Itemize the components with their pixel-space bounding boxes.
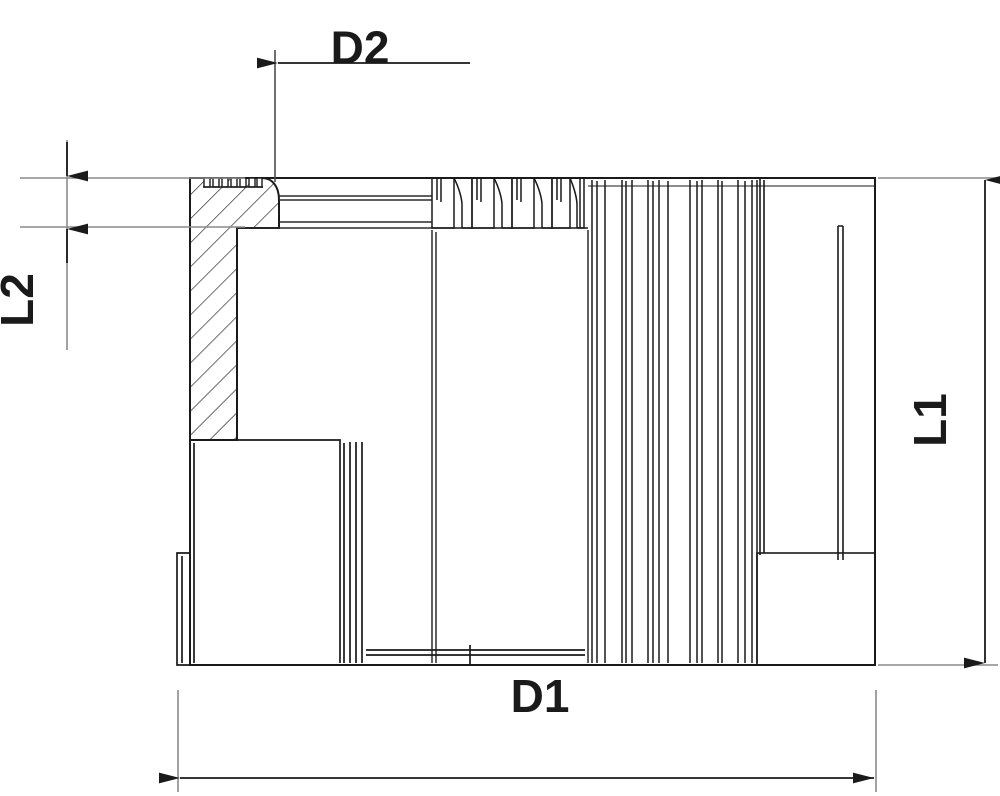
section-outline: [189, 177, 280, 441]
d2-label: D2: [331, 22, 390, 74]
serration-teeth-group: [203, 177, 263, 188]
part-outer-silhouette: [189, 177, 876, 666]
inner-bore-lines: [237, 195, 432, 229]
d1-label: D1: [511, 670, 570, 722]
inner-shelf-lines: [431, 230, 589, 663]
part-outline-group: [189, 177, 876, 666]
vertical-ribs-group: [588, 180, 760, 663]
right-land-group: [756, 178, 876, 666]
dimension-d2: D2: [257, 22, 470, 182]
bottom-right-block: [756, 552, 876, 666]
dimension-d1: D1: [159, 670, 877, 792]
section-hatch-region: [189, 177, 280, 441]
dimension-l1: L1: [878, 174, 1000, 669]
left-bottom-step-group: [176, 439, 585, 666]
l2-label: L2: [0, 273, 43, 327]
l1-label: L1: [904, 393, 956, 447]
thread-teeth-group: [431, 177, 588, 229]
dimension-l2: L2: [0, 140, 245, 350]
